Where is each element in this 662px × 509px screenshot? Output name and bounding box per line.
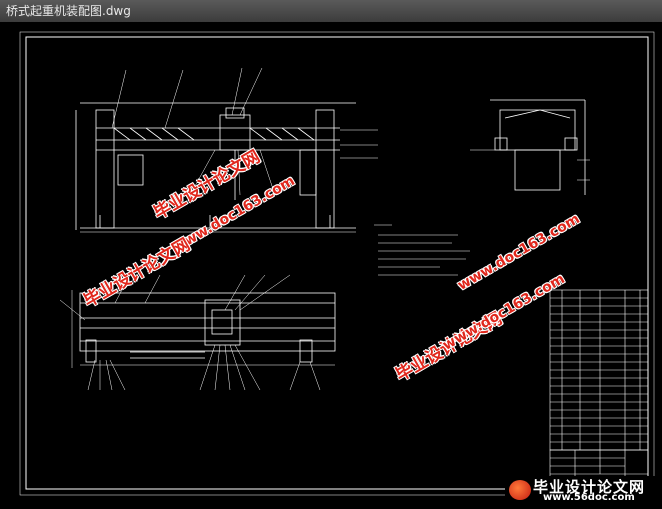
window-title: 桥式起重机装配图.dwg [6, 4, 131, 18]
plan-view [59, 274, 336, 391]
brand-logo-icon [509, 480, 531, 500]
parts-list-table [549, 289, 649, 451]
technical-notes [374, 224, 470, 276]
footer-brand-cn: 毕业设计论文网 [533, 478, 646, 496]
sheet-border [25, 36, 649, 490]
window-title-bar: 桥式起重机装配图.dwg [0, 0, 662, 22]
front-elevation-view [75, 67, 378, 233]
side-view [470, 99, 590, 195]
outer-border [19, 31, 655, 496]
cad-drawing-viewport[interactable]: 毕业设计论文网 www.doc163.com 毕业设计论文网 www.doc16… [0, 22, 662, 505]
cad-drawing [19, 31, 655, 496]
footer-brand: 毕业设计论文网 www.56doc.com [505, 476, 662, 505]
footer-brand-url: www.56doc.com [543, 492, 635, 503]
